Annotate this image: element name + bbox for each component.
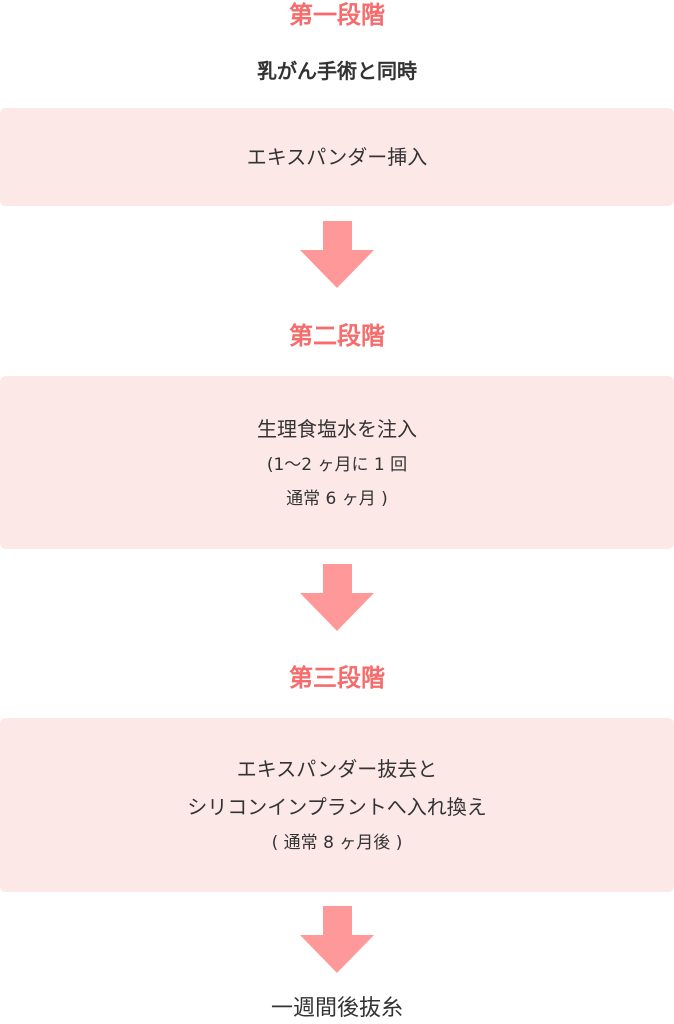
stage-2-note: 通常 6 ヶ月 )	[286, 488, 388, 509]
stage-2-step: 生理食塩水を注入	[257, 416, 417, 441]
stage-2-title: 第二段階	[289, 322, 385, 350]
stage-3-step: シリコンインプラントへ入れ換え	[187, 795, 487, 819]
stage-1-subtitle: 乳がん手術と同時	[257, 59, 417, 83]
final-step: 一週間後抜糸	[270, 996, 403, 1021]
down-arrow-icon	[300, 564, 374, 631]
stage-3-step: エキスパンダー抜去と	[236, 757, 438, 781]
stage-2-note: (1〜2 ヶ月に 1 回	[266, 454, 408, 475]
stage-2-box: 生理食塩水を注入 (1〜2 ヶ月に 1 回 通常 6 ヶ月 )	[0, 376, 674, 549]
down-arrow-icon	[300, 906, 374, 973]
stage-3-title: 第三段階	[289, 664, 385, 692]
stage-3-box: エキスパンダー抜去と シリコンインプラントへ入れ換え ( 通常 8 ヶ月後 )	[0, 718, 674, 892]
down-arrow-icon	[300, 221, 374, 288]
stage-1-title: 第一段階	[289, 1, 385, 29]
stage-3-note: ( 通常 8 ヶ月後 )	[271, 833, 403, 853]
stage-1-step: エキスパンダー挿入	[246, 145, 428, 169]
stage-1-box: エキスパンダー挿入	[0, 108, 674, 206]
